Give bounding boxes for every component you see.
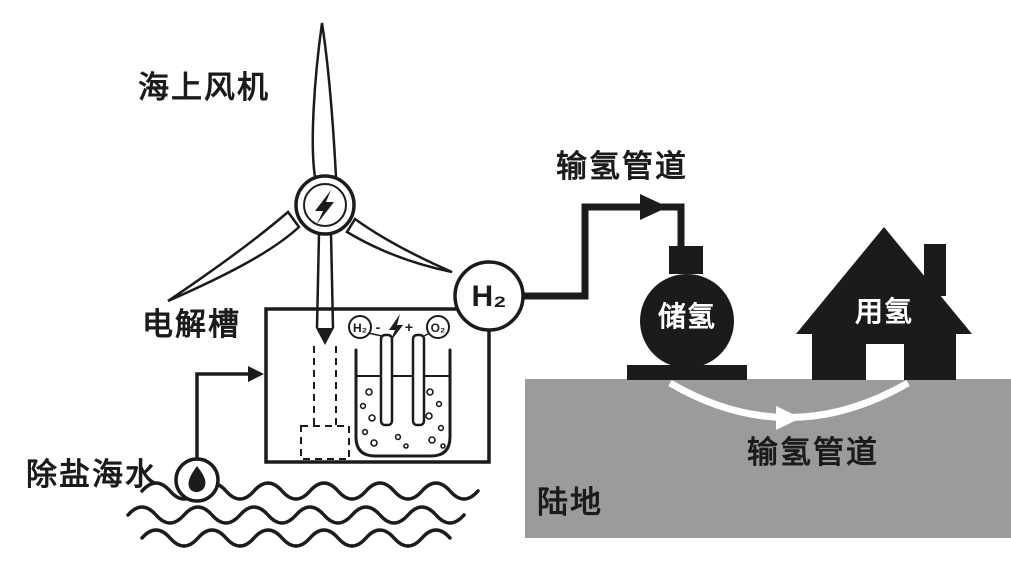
- label-hydrogen-storage: 储氢: [657, 301, 717, 332]
- turbine-blade-left-icon: [167, 210, 301, 303]
- down-arrow-icon: [316, 328, 334, 345]
- label-cell-plus: +: [404, 319, 414, 335]
- roof-icon: [796, 227, 972, 334]
- oxygen-gas-bubble-icon: [426, 315, 450, 339]
- land-pipeline-arrow-icon: [668, 379, 910, 430]
- label-pipeline-land: 输氢管道: [747, 435, 879, 470]
- seawater-feed-arrow-icon: [195, 366, 264, 459]
- label-hydrogen-use: 用氢: [854, 296, 914, 327]
- storage-tank-icon: [627, 246, 747, 380]
- label-cell-oxygen: O₂: [430, 321, 446, 335]
- label-cell-minus: -: [375, 319, 381, 335]
- water-drop-icon: [174, 457, 220, 503]
- turbine-foundation-icon: [300, 346, 350, 460]
- anode-electrode-icon: [411, 333, 426, 427]
- label-hydrogen-node: H₂: [471, 280, 507, 313]
- pipeline-arrowhead-icon: [640, 194, 668, 220]
- hydrogen-gas-bubble-icon: [348, 315, 372, 339]
- turbine-blade-right-icon: [345, 217, 453, 274]
- turbine-blade-up-icon: [311, 22, 338, 179]
- label-land: 陆地: [537, 485, 603, 520]
- land-area: [525, 379, 1011, 538]
- label-offshore-wind-turbine: 海上风机: [138, 70, 270, 105]
- label-pipeline-top: 输氢管道: [556, 149, 688, 184]
- cell-lightning-bolt-icon: [389, 314, 403, 342]
- bubbles-icon: [359, 388, 446, 449]
- pipeline-top-icon: [519, 194, 685, 300]
- hydrogen-node-circle: [453, 260, 525, 332]
- wind-turbine-icon: [167, 22, 453, 345]
- label-electrolyzer: 电解槽: [142, 307, 241, 342]
- house-icon: [796, 227, 972, 380]
- beaker-icon: [348, 314, 452, 458]
- door-icon: [866, 344, 904, 380]
- hub-lightning-bolt-icon: [315, 190, 334, 224]
- cathode-electrode-icon: [379, 333, 394, 427]
- label-cell-hydrogen: H₂: [353, 321, 367, 335]
- label-desalinated-seawater: 除盐海水: [26, 457, 158, 492]
